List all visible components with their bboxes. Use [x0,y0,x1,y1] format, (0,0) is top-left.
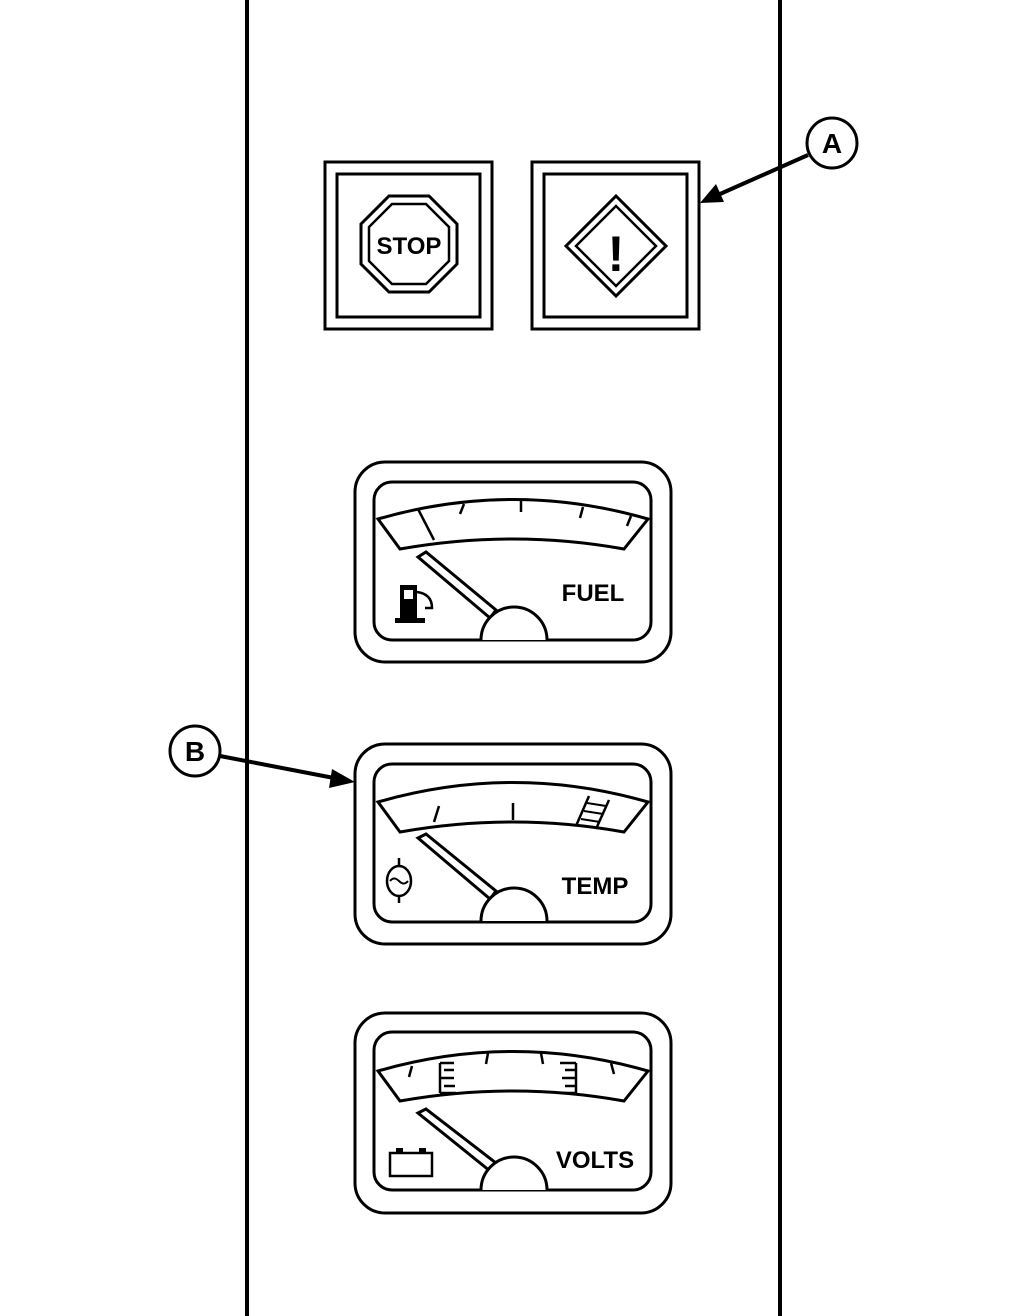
temp-gauge: TEMP [353,742,673,946]
fuel-gauge-scale [375,498,651,551]
temp-gauge-scale [375,781,651,834]
temp-gauge-label: TEMP [562,873,629,900]
warning-diamond-icon [563,193,669,299]
volts-gauge-high-band [560,1061,578,1095]
temp-gauge-hub [479,886,549,922]
callout-b-leader [219,754,335,780]
volts-gauge: VOLTS [353,1011,673,1215]
warning-symbol: ! [608,226,625,282]
fuel-gauge: FUEL [353,460,673,664]
stop-indicator-lamp[interactable]: STOP [323,160,494,331]
callout-a: A [700,116,859,203]
volts-gauge-hub [479,1155,549,1191]
coolant-temperature-icon [385,858,413,903]
stop-sign-icon [359,194,459,294]
fuel-gauge-needle [415,550,499,621]
temp-gauge-needle [415,832,499,902]
volts-gauge-label: VOLTS [556,1147,634,1174]
volts-gauge-low-band [438,1061,456,1095]
callout-a-leader [719,153,809,196]
callout-a-label: A [822,128,842,159]
fuel-pump-icon [395,585,434,623]
stop-label: STOP [377,233,442,260]
temp-gauge-hot-zone [574,795,611,830]
callout-b-label: B [185,736,205,767]
fuel-gauge-hub [479,605,549,641]
battery-icon [388,1148,434,1178]
fuel-gauge-label: FUEL [562,580,625,607]
volts-gauge-scale [375,1050,651,1103]
warning-indicator-lamp[interactable]: ! [530,160,701,331]
volts-gauge-needle [415,1107,499,1174]
callout-b: B [168,724,355,788]
